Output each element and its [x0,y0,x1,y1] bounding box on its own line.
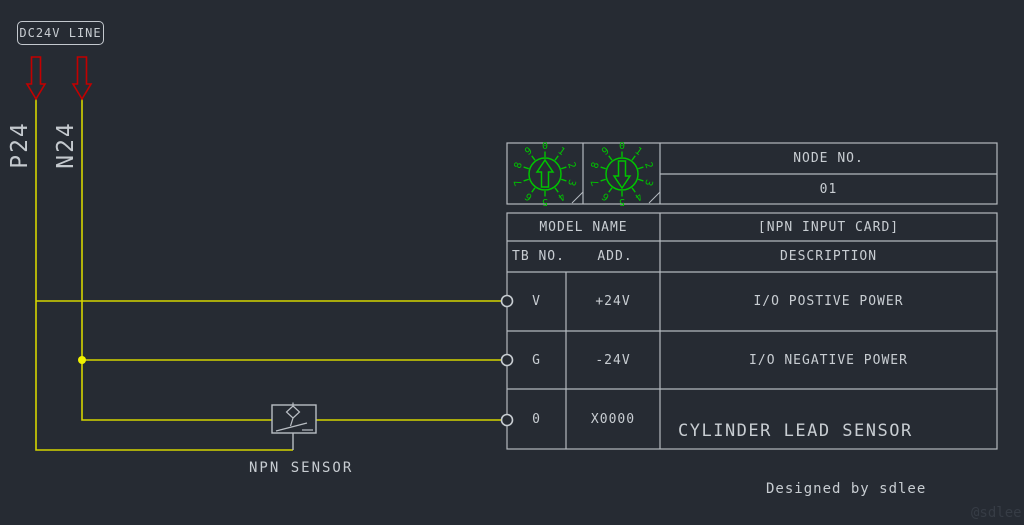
svg-text:6: 6 [523,190,534,202]
description-cell: I/O POSTIVE POWER [753,294,904,309]
tb-cell: 0 [532,411,541,427]
tb-no-label: TB NO. [512,249,565,264]
model-name-value: [NPN INPUT CARD] [757,219,900,235]
terminals [500,294,514,427]
add-cell: +24V [595,294,631,309]
supply-arrows [25,56,93,101]
add-cell: X0000 [590,411,636,427]
designer-credit: Designed by sdlee [766,481,927,497]
cell-corner-mark [571,191,584,204]
svg-text:5: 5 [619,196,625,207]
svg-text:0: 0 [542,141,548,152]
description-cell: I/O NEGATIVE POWER [749,352,908,368]
add-cell: -24V [595,352,631,368]
terminal-circle-0 [500,413,514,427]
watermark: @sdlee [971,505,1022,521]
svg-text:8: 8 [513,161,525,170]
terminal-circle-v [500,294,514,308]
node-table-grid [506,142,998,205]
sensor-diamond [285,405,301,419]
io-table-grid [506,212,998,450]
svg-text:9: 9 [523,146,534,158]
model-name-label: MODEL NAME [539,219,628,235]
svg-text:8: 8 [590,161,602,170]
n24-wire [81,99,272,421]
svg-text:3: 3 [565,178,577,187]
svg-text:9: 9 [600,146,611,158]
svg-text:2: 2 [565,161,577,170]
svg-text:6: 6 [600,190,611,202]
add-label: ADD. [597,249,633,264]
sensor-lever [275,422,308,432]
svg-text:5: 5 [542,196,548,207]
dc24v-line-label: DC24V LINE [17,21,104,45]
p24-label: P24 [7,121,33,169]
svg-text:1: 1 [632,146,643,158]
wires [35,99,501,451]
description-cell: CYLINDER LEAD SENSOR [678,421,913,441]
svg-text:7: 7 [513,178,525,187]
node-no-value: 01 [819,181,838,197]
wire-junction-dot [78,356,86,364]
description-label: DESCRIPTION [779,249,878,264]
tb-cell: V [532,294,541,309]
terminal-circle-g [500,353,514,367]
p24-wire [35,99,293,451]
svg-text:4: 4 [632,190,643,202]
svg-text:7: 7 [590,178,602,187]
tb-cell: G [532,352,541,368]
node-no-label: NODE NO. [793,151,864,166]
cell-corner-mark [648,191,661,204]
svg-text:2: 2 [642,161,654,170]
svg-text:4: 4 [555,190,566,202]
n24-label: N24 [53,121,79,169]
sensor-box [271,404,317,434]
npn-sensor-label: NPN SENSOR [249,460,354,476]
svg-text:1: 1 [555,146,566,158]
p24-arrow-icon [25,56,47,101]
svg-text:0: 0 [619,141,625,152]
n24-arrow-icon [71,56,93,101]
sensor-stem [289,417,294,427]
npn-sensor-symbol [271,402,317,450]
svg-text:3: 3 [642,178,654,187]
